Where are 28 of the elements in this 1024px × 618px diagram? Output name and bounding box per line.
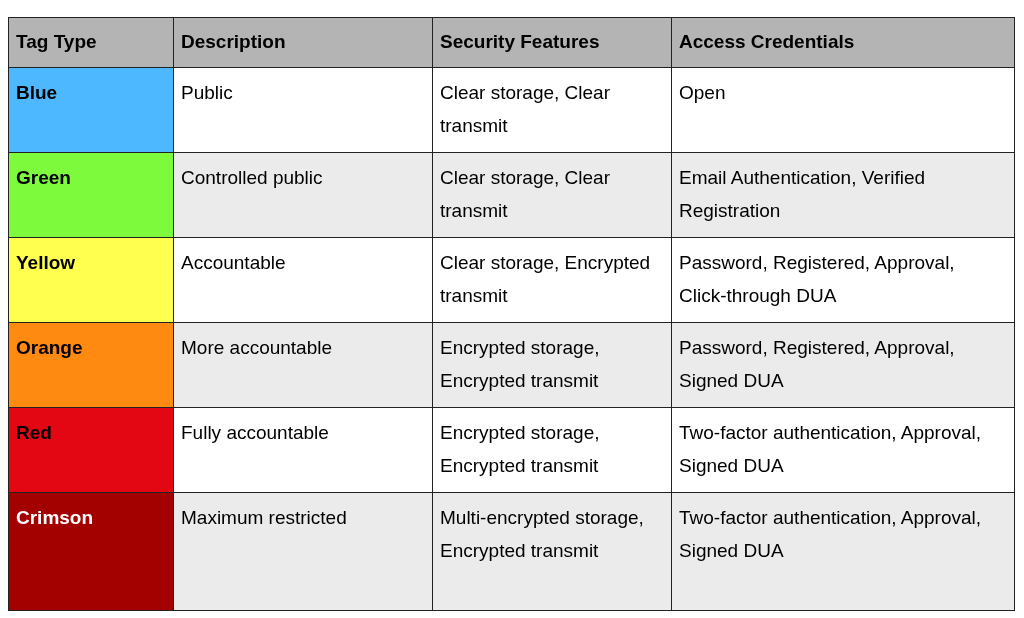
table-cell: Controlled public <box>173 152 433 238</box>
table-cell: Password, Registered, Approval, Click-through DUA <box>671 237 1015 323</box>
tag-type-cell: Crimson <box>8 492 174 611</box>
table-cell: Two-factor authentication, Approval, Signed DUA <box>671 407 1015 493</box>
column-header: Access Credentials <box>671 17 1015 68</box>
table-cell: Fully accountable <box>173 407 433 493</box>
tag-type-cell: Orange <box>8 322 174 408</box>
table-cell: Clear storage, Clear transmit <box>432 67 672 153</box>
table-cell: Clear storage, Encrypted transmit <box>432 237 672 323</box>
table-cell: Multi-encrypted storage, Encrypted transmit <box>432 492 672 611</box>
tag-type-cell: Red <box>8 407 174 493</box>
column-header: Tag Type <box>8 17 174 68</box>
table-cell: Email Authentication, Verified Registration <box>671 152 1015 238</box>
table-cell: Encrypted storage, Encrypted transmit <box>432 407 672 493</box>
table-cell: Public <box>173 67 433 153</box>
table-cell: Clear storage, Clear transmit <box>432 152 672 238</box>
tag-type-cell: Blue <box>8 67 174 153</box>
table-cell: More accountable <box>173 322 433 408</box>
tag-type-cell: Green <box>8 152 174 238</box>
table-cell: Maximum restricted <box>173 492 433 611</box>
table-cell: Accountable <box>173 237 433 323</box>
table-cell: Encrypted storage, Encrypted transmit <box>432 322 672 408</box>
column-header: Description <box>173 17 433 68</box>
table-cell: Password, Registered, Approval, Signed DUA <box>671 322 1015 408</box>
table-cell: Open <box>671 67 1015 153</box>
column-header: Security Features <box>432 17 672 68</box>
table-cell: Two-factor authentication, Approval, Signed DUA <box>671 492 1015 611</box>
tag-type-cell: Yellow <box>8 237 174 323</box>
